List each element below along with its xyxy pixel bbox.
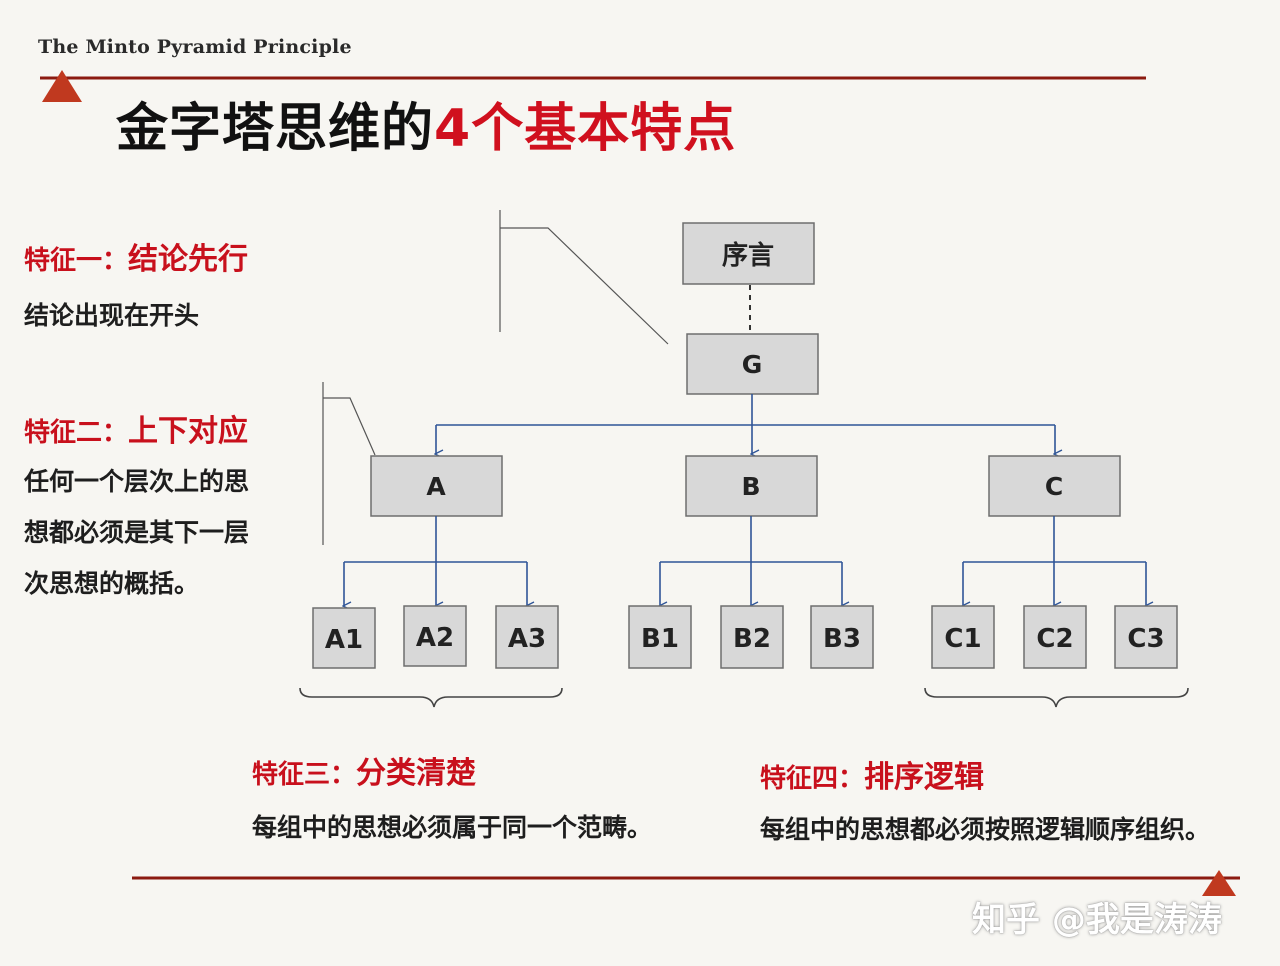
group-b-box [685, 455, 818, 517]
header-subtitle: The Minto Pyramid Principle [38, 36, 352, 58]
root-box [686, 333, 819, 395]
annotation-bracket-root [499, 210, 669, 345]
node-c1-box [931, 605, 995, 669]
feature-1-name: 结论先行 [128, 242, 249, 277]
node-b2-box [720, 605, 784, 669]
page-title: 金字塔思维的4个基本特点 [116, 86, 736, 161]
feature-2-desc: 任何一个层次上的思 想都必须是其下一层 次思想的概括。 [24, 456, 294, 609]
feature-2-title: 特征二：上下对应 [24, 406, 248, 450]
node-c2-label: C2 [1036, 624, 1073, 654]
intro-label: 序言 [722, 240, 774, 271]
node-c3-label: C3 [1127, 624, 1164, 654]
node-b2-label: B2 [733, 624, 771, 654]
annotation-bracket-level [322, 382, 376, 545]
feature-1-desc: 结论出现在开头 [24, 301, 200, 330]
node-a1-label: A1 [325, 625, 363, 655]
feature-2-desc-line-3: 次思想的概括。 [24, 569, 200, 598]
group-a-label: A [426, 472, 446, 501]
feature-2-desc-line-1: 任何一个层次上的思 [24, 467, 250, 496]
feature-1-prefix: 特征一： [24, 246, 129, 276]
node-c2-box [1023, 605, 1087, 669]
node-b1-label: B1 [641, 624, 679, 654]
group-b-label: B [741, 472, 760, 501]
feature-2-desc-line-2: 想都必须是其下一层 [24, 518, 250, 547]
feature-4-title: 特征四：排序逻辑 [760, 752, 984, 796]
brace-group-a [299, 687, 563, 708]
title-highlight: 4个基本特点 [434, 99, 737, 159]
node-a3-box [495, 605, 559, 669]
node-a3-label: A3 [508, 624, 546, 654]
node-c1-label: C1 [944, 624, 981, 654]
brace-group-c [924, 687, 1189, 708]
node-a1-box [312, 607, 376, 669]
node-b3-label: B3 [823, 624, 861, 654]
group-c-box [988, 455, 1121, 517]
bottom-triangle-icon [1202, 870, 1236, 896]
node-b1-box [628, 605, 692, 669]
feature-3-desc: 每组中的思想必须属于同一个范畴。 [252, 813, 653, 842]
feature-4-prefix: 特征四： [760, 764, 865, 794]
feature-2-prefix: 特征二： [24, 418, 129, 448]
root-label: G [742, 350, 763, 379]
feature-3-title: 特征三：分类清楚 [252, 748, 476, 792]
title-main: 金字塔思维的 [116, 99, 435, 159]
node-a2-box [403, 605, 467, 667]
group-a-box [370, 455, 503, 517]
intro-box [682, 222, 815, 285]
feature-2-name: 上下对应 [128, 414, 249, 449]
feature-3-prefix: 特征三： [252, 760, 357, 790]
group-c-label: C [1045, 472, 1063, 501]
feature-4-name: 排序逻辑 [864, 760, 985, 795]
feature-1-title: 特征一：结论先行 [24, 234, 248, 278]
node-b3-box [810, 605, 874, 669]
node-c3-box [1114, 605, 1178, 669]
watermark: 知乎 @我是涛涛 [972, 900, 1222, 940]
feature-4-desc: 每组中的思想都必须按照逻辑顺序组织。 [760, 815, 1211, 844]
node-a2-label: A2 [416, 623, 454, 653]
top-triangle-icon [42, 70, 82, 102]
feature-3-name: 分类清楚 [356, 756, 477, 791]
